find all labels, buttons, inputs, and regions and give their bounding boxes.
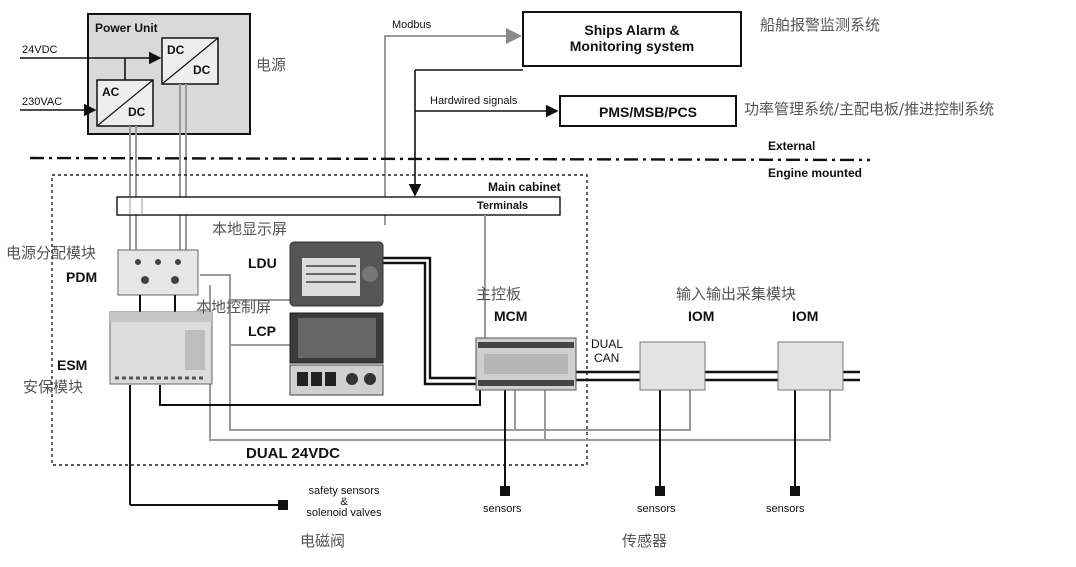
iom-device-1 — [639, 341, 706, 391]
pms-box — [559, 95, 737, 127]
alarm-line-1: Ships Alarm & — [584, 22, 680, 38]
main-cabinet-label: Main cabinet — [488, 180, 561, 194]
alarm-line-2: Monitoring system — [569, 38, 695, 55]
sensors-label-3: sensors — [766, 503, 805, 515]
sensors-label-2: sensors — [637, 503, 676, 515]
terminals-strip — [116, 196, 561, 216]
sensor-cn-label: 传感器 — [622, 532, 668, 550]
pms-cn-label: 功率管理系统/主配电板/推进控制系统 — [744, 100, 995, 118]
ldu-cn-label: 本地显示屏 — [212, 220, 288, 238]
alarm-system-box — [522, 11, 742, 67]
safety-line-2: & — [340, 496, 348, 508]
pdm-cn-label: 电源分配模块 — [6, 244, 97, 262]
lcp-cn-label: 本地控制屏 — [196, 298, 272, 316]
external-zone-label: External — [768, 139, 816, 153]
dcdc-bottom-label: DC — [193, 63, 211, 77]
dual-can-line-1: DUAL — [591, 337, 624, 351]
esm-cn-label: 安保模块 — [23, 378, 84, 396]
dcdc-top-label: DC — [167, 43, 185, 57]
mcm-label: MCM — [494, 308, 528, 324]
hardwired-signals-label: Hardwired signals — [430, 95, 518, 107]
alarm-system-label: Ships Alarm & Monitoring system — [523, 22, 741, 54]
power-unit-cn-label: 电源 — [256, 56, 287, 74]
input-230vac-label: 230VAC — [22, 96, 63, 108]
mcm-cn-label: 主控板 — [476, 285, 522, 303]
iom-device-2 — [777, 341, 844, 391]
esm-label: ESM — [57, 357, 88, 373]
safety-sensors-label: safety sensors & solenoid valves — [292, 486, 396, 519]
sensors-label-1: sensors — [483, 503, 522, 515]
terminals-label: Terminals — [477, 200, 529, 212]
dual-can-line-2: CAN — [594, 351, 620, 365]
iom-1-label: IOM — [688, 308, 715, 324]
iom-cn-label: 输入输出采集模块 — [676, 285, 797, 303]
acdc-top-label: AC — [102, 85, 120, 99]
acdc-bottom-label: DC — [128, 105, 146, 119]
alarm-system-cn-label: 船舶报警监测系统 — [760, 16, 881, 34]
safety-line-1: safety sensors — [308, 485, 380, 497]
dual-24vdc-label: DUAL 24VDC — [246, 445, 340, 462]
modbus-label: Modbus — [392, 19, 432, 31]
pdm-device — [117, 249, 199, 296]
valve-cn-label: 电磁阀 — [300, 532, 346, 550]
power-unit-title: Power Unit — [95, 21, 158, 35]
safety-line-3: solenoid valves — [306, 507, 382, 519]
external-separator — [29, 156, 871, 162]
iom-2-label: IOM — [792, 308, 819, 324]
ldu-label: LDU — [248, 255, 277, 271]
pms-label: PMS/MSB/PCS — [598, 104, 697, 120]
input-24vdc-label: 24VDC — [22, 44, 58, 56]
main-cabinet-border — [51, 174, 588, 466]
engine-mounted-label: Engine mounted — [768, 166, 862, 180]
pdm-label: PDM — [66, 269, 98, 285]
lcp-label: LCP — [248, 323, 276, 339]
